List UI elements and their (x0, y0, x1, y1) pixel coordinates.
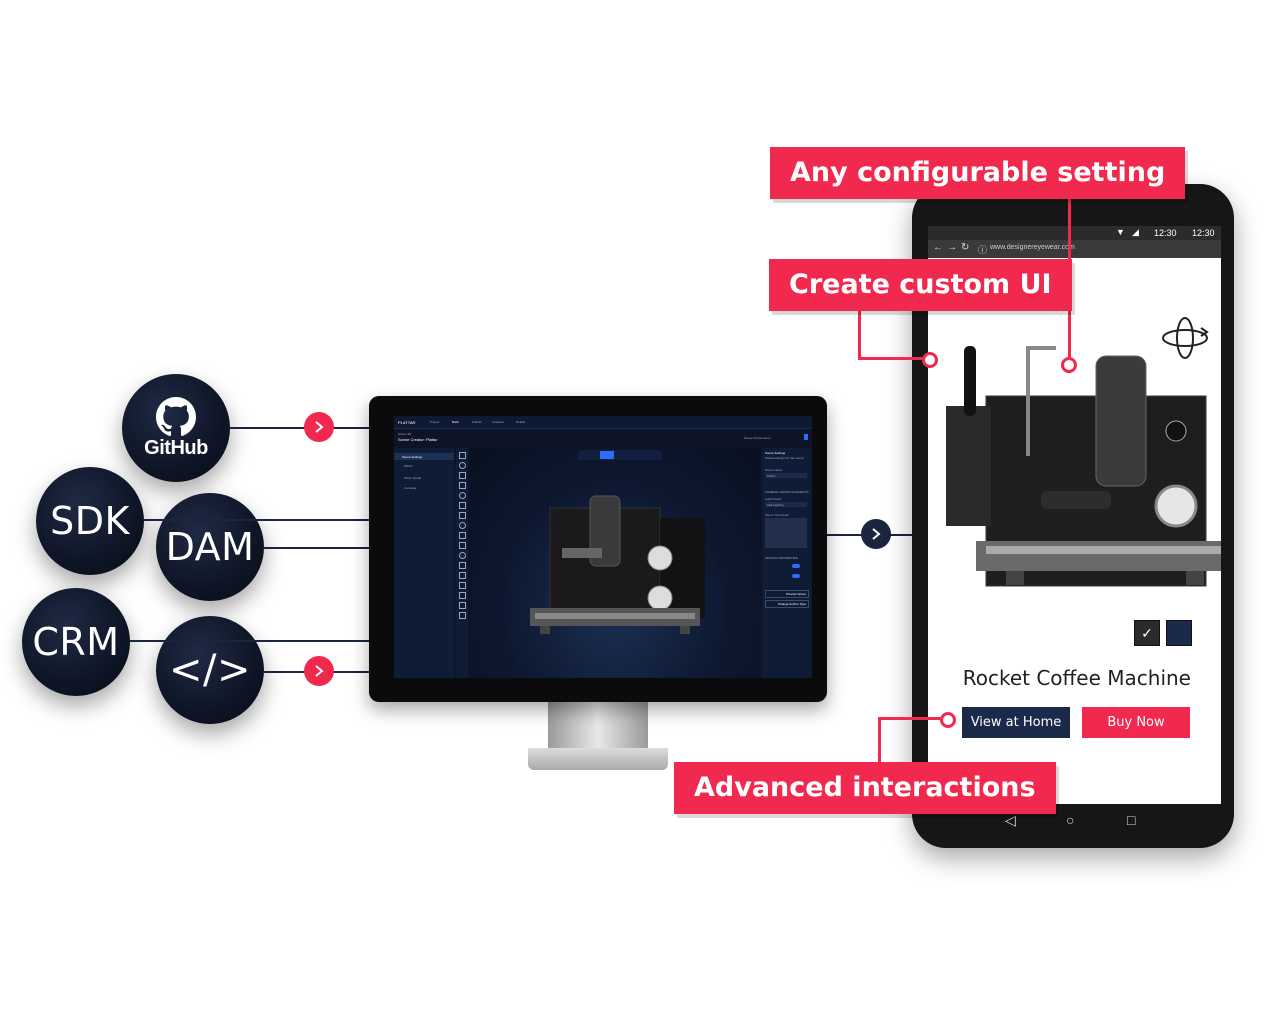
change-anchor-button[interactable]: Change Anchor Type (765, 600, 809, 608)
wifi-icon: ▼ (1116, 227, 1125, 237)
checkmark-icon: ✓ (1141, 624, 1153, 641)
signal-icon: ◢ (1132, 227, 1139, 237)
preview-scene-button[interactable]: Preview Scene (765, 590, 809, 598)
buy-now-button[interactable]: Buy Now (1082, 707, 1190, 738)
callout-leader (858, 310, 861, 360)
toggle-switch[interactable] (792, 564, 800, 568)
reload-icon[interactable]: ↻ (961, 242, 970, 253)
phone-screen: 12:30 12:30 ▼ ◢ ← → ↻ ⓘ www.designereyew… (928, 226, 1221, 804)
callout-interactions: Advanced interactions (674, 762, 1056, 814)
arrow-right-icon (304, 412, 334, 442)
status-time: 12:30 (1154, 228, 1177, 238)
callout-leader (878, 717, 942, 720)
monitor-base (528, 748, 668, 770)
nav-publish[interactable]: Publish (472, 420, 482, 424)
callout-leader (878, 717, 881, 763)
scene-settings-panel: Scene Settings Global settings for this … (762, 448, 812, 678)
thumb-label: Scene Thumbnail (765, 513, 789, 517)
nav-back-icon[interactable]: ◁ (1005, 812, 1016, 828)
product-image[interactable] (946, 336, 1221, 626)
callout-anchor (922, 352, 938, 368)
swatch-navy[interactable] (1166, 620, 1192, 646)
product-title: Rocket Coffee Machine (962, 666, 1191, 690)
code-label: </> (168, 647, 251, 693)
url-bar[interactable]: www.designereyewear.com (990, 244, 1075, 251)
info-icon: ⓘ (978, 245, 988, 255)
sidebar-item-cameras[interactable]: Cameras (404, 486, 417, 490)
sdk-label: SDK (50, 499, 130, 543)
view-at-home-button[interactable]: View at Home (962, 707, 1070, 738)
callout-leader (858, 357, 924, 360)
scene-name-input[interactable]: Plattur (765, 473, 807, 478)
dam-badge: DAM (156, 493, 264, 601)
monitor-stand (548, 700, 648, 750)
connector-line (144, 519, 370, 521)
scene-name-label: Scene Name (765, 468, 783, 472)
viewport-toolbar (578, 450, 662, 460)
callout-anchor (940, 712, 956, 728)
github-label: GitHub (144, 436, 208, 459)
back-icon[interactable]: ← (933, 242, 943, 253)
connector-line (130, 640, 370, 642)
panel-title: Scene Settings (765, 451, 786, 455)
callout-anchor (1061, 357, 1077, 373)
connector-line (264, 547, 370, 549)
sdk-badge: SDK (36, 467, 144, 575)
scene-thumbnail[interactable] (765, 518, 807, 548)
special-heading: SPECIAL PROPERTIES (765, 556, 798, 560)
crm-badge: CRM (22, 588, 130, 696)
connector-line (230, 427, 370, 429)
app-brand: PLATTAR (398, 420, 416, 425)
nav-details[interactable]: Details (516, 420, 526, 424)
github-badge: GitHub (122, 374, 230, 482)
desktop-app-screen: PLATTAR Project Build Publish Analytics … (394, 416, 812, 678)
light-preset-select[interactable]: Soft Lighting (765, 502, 807, 507)
nav-build[interactable]: Build (452, 420, 459, 424)
github-icon (156, 396, 196, 436)
tool-strip (456, 448, 468, 678)
callout-configurable: Any configurable setting (770, 147, 1186, 199)
sidebar-item-scene-settings[interactable]: Scene Settings (402, 455, 423, 459)
general-heading: GENERAL DESIGN ELEMENTS (765, 490, 809, 494)
toggle-switch[interactable] (792, 574, 800, 578)
panel-subtitle: Global settings for this scene (765, 456, 804, 460)
code-badge: </> (156, 616, 264, 724)
scene-performance[interactable]: Scene Performance (744, 436, 771, 440)
nav-project[interactable]: Project (430, 420, 440, 424)
forward-icon[interactable]: → (947, 242, 957, 253)
arrow-right-icon (861, 519, 891, 549)
arrow-right-icon (304, 656, 334, 686)
nav-home-icon[interactable]: ○ (1066, 812, 1075, 828)
nav-analytics[interactable]: Analytics (492, 420, 505, 424)
rotate-3d-icon[interactable] (1161, 314, 1209, 362)
crm-label: CRM (32, 620, 120, 664)
app-top-nav: PLATTAR Project Build Publish Analytics … (394, 416, 812, 429)
dam-label: DAM (165, 525, 255, 569)
nav-recents-icon[interactable]: □ (1127, 812, 1136, 828)
browser-bar: ← → ↻ ⓘ www.designereyewear.com (928, 240, 1221, 258)
status-time: 12:30 (1192, 228, 1215, 238)
breadcrumb[interactable]: Scene 3D (398, 432, 412, 436)
scene-title: Scene Creator: Plattur (398, 437, 438, 442)
scene-sidebar: Scene Settings Plattur Photo Studio Came… (394, 448, 454, 678)
3d-viewport[interactable] (470, 448, 760, 678)
callout-custom-ui: Create custom UI (769, 259, 1072, 311)
light-label: Light Preset (765, 497, 782, 501)
sidebar-item-photo-studio[interactable]: Photo Studio (404, 476, 422, 480)
swatch-black[interactable]: ✓ (1134, 620, 1160, 646)
sidebar-item-plattur[interactable]: Plattur (404, 464, 413, 468)
publish-button[interactable] (804, 434, 808, 440)
coffee-machine-model[interactable] (510, 488, 720, 648)
status-bar: 12:30 12:30 ▼ ◢ (928, 226, 1221, 240)
